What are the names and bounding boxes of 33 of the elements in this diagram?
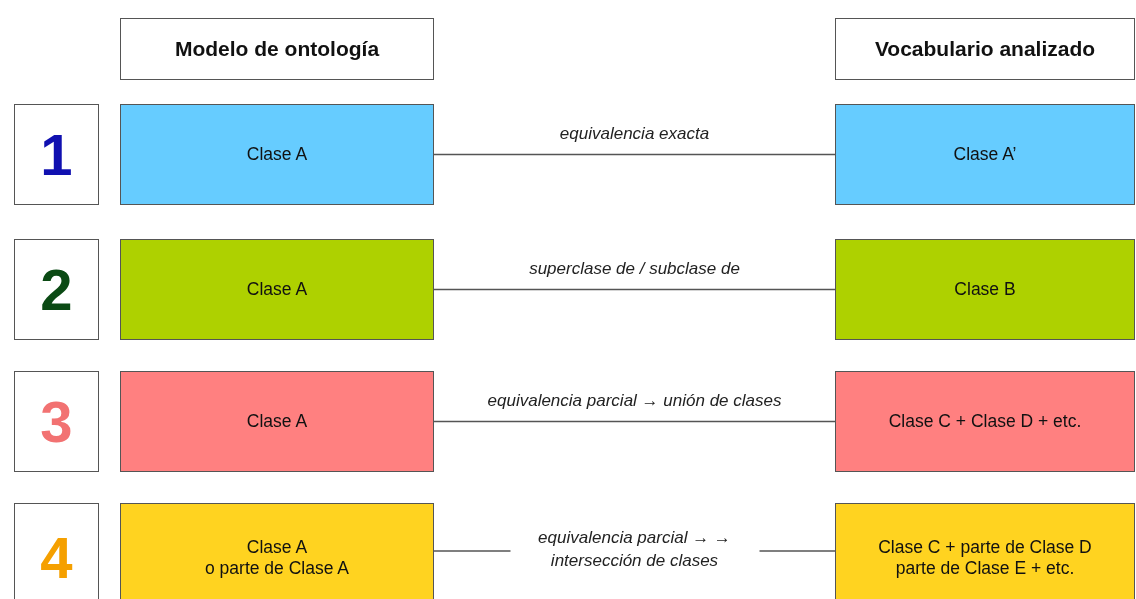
- class-box-text: o parte de Clase A: [205, 558, 349, 579]
- row-number-text: 1: [40, 120, 73, 189]
- class-box-text: Clase C + parte de Clase D: [878, 537, 1092, 558]
- class-box-text: Clase A: [246, 537, 308, 558]
- class-box-text: Clase A: [246, 411, 308, 432]
- number-box: [14, 104, 99, 205]
- class-box-text: Clase A: [246, 279, 308, 300]
- header-box: [120, 18, 434, 80]
- row-number-text: 2: [40, 255, 73, 324]
- class-box: [120, 371, 434, 472]
- class-box: [835, 371, 1135, 472]
- number-box: [14, 239, 99, 340]
- connector-line: [433, 153, 836, 156]
- number-box: [14, 503, 99, 599]
- column-header-text: Vocabulario analizado: [874, 36, 1096, 62]
- row-number-text: 3: [40, 387, 73, 456]
- class-box-text: Clase A’: [953, 144, 1017, 165]
- class-box: [835, 104, 1135, 205]
- class-box-text: Clase C + Clase D + etc.: [888, 411, 1082, 432]
- class-box: [835, 503, 1135, 599]
- class-box: [835, 239, 1135, 340]
- class-box-text: parte de Clase E + etc.: [895, 558, 1075, 579]
- class-box-text: Clase B: [954, 279, 1016, 300]
- class-box: [120, 503, 434, 599]
- class-box-text: Clase A: [246, 144, 308, 165]
- connector-line: [433, 420, 836, 423]
- class-box: [120, 104, 434, 205]
- row-number-text: 4: [40, 524, 73, 593]
- connector-line: [433, 288, 836, 291]
- number-box: [14, 371, 99, 472]
- header-box: [835, 18, 1135, 80]
- class-box: [120, 239, 434, 340]
- column-header-text: Modelo de ontología: [174, 36, 380, 62]
